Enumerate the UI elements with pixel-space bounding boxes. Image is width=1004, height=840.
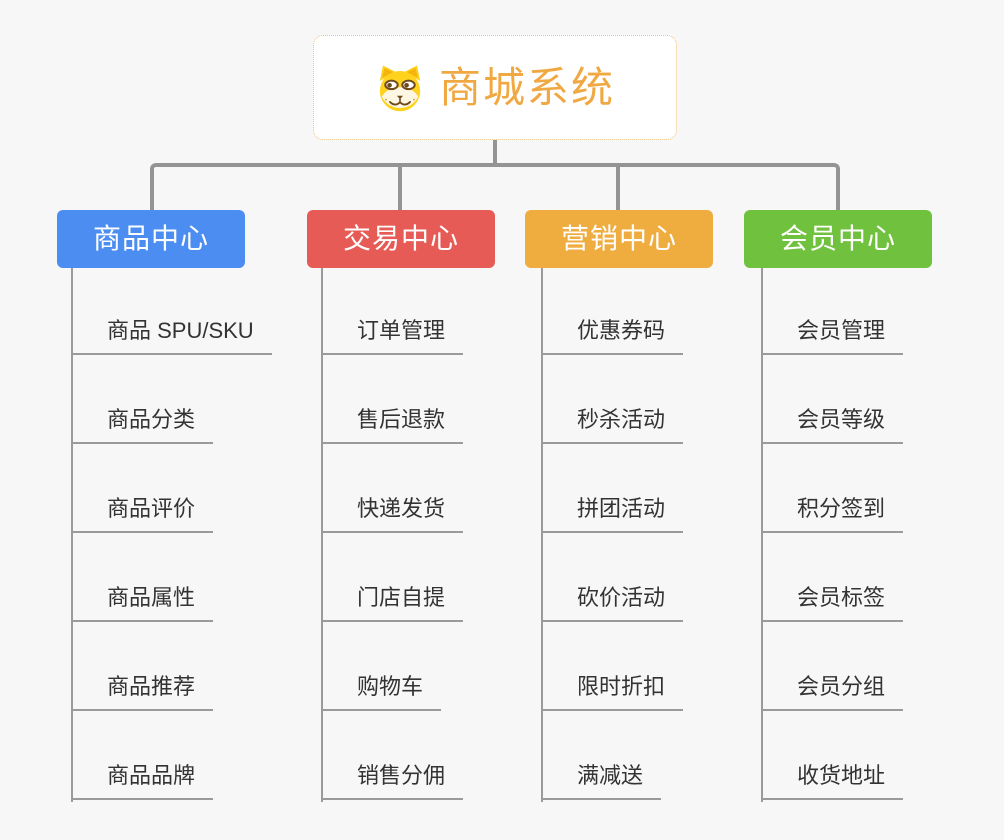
connector-bus-right	[495, 163, 840, 210]
branch-node-marketing-center[interactable]: 营销中心	[525, 210, 713, 268]
connector-trunk-product	[71, 268, 73, 802]
leaf-node[interactable]: 商品品牌	[71, 762, 214, 800]
leaf-node[interactable]: 积分签到	[761, 495, 904, 533]
branch-node-member-center[interactable]: 会员中心	[744, 210, 932, 268]
leaf-node[interactable]: 门店自提	[321, 584, 464, 622]
leaf-node[interactable]: 订单管理	[321, 317, 464, 355]
root-title: 商城系统	[438, 63, 615, 111]
leaf-node[interactable]: 销售分佣	[321, 762, 464, 800]
leaf-node[interactable]: 商品分类	[71, 406, 214, 444]
leaf-node[interactable]: 会员管理	[761, 317, 904, 355]
leaf-node[interactable]: 商品推荐	[71, 673, 214, 711]
connector-bus-left	[150, 163, 495, 210]
leaf-node[interactable]: 砍价活动	[541, 584, 684, 622]
leaf-node[interactable]: 收货地址	[761, 762, 904, 800]
leaf-node[interactable]: 快递发货	[321, 495, 464, 533]
branch-node-product-center[interactable]: 商品中心	[57, 210, 245, 268]
leaf-node[interactable]: 拼团活动	[541, 495, 684, 533]
leaf-node[interactable]: 商品评价	[71, 495, 214, 533]
leaf-node[interactable]: 会员标签	[761, 584, 904, 622]
branch-node-trade-center[interactable]: 交易中心	[307, 210, 495, 268]
connector-root-stub	[493, 138, 497, 165]
connector-trunk-trade	[321, 268, 323, 802]
leaf-node[interactable]: 购物车	[321, 673, 442, 711]
leaf-node[interactable]: 会员等级	[761, 406, 904, 444]
connector-drop-trade	[398, 166, 402, 210]
leaf-node[interactable]: 商品属性	[71, 584, 214, 622]
leaf-node[interactable]: 商品 SPU/SKU	[71, 317, 272, 355]
leaf-node[interactable]: 会员分组	[761, 673, 904, 711]
leaf-node[interactable]: 秒杀活动	[541, 406, 684, 444]
leaf-node[interactable]: 优惠券码	[541, 317, 684, 355]
connector-trunk-marketing	[541, 268, 543, 802]
leaf-node[interactable]: 售后退款	[321, 406, 464, 444]
leaf-node[interactable]: 满减送	[541, 762, 662, 800]
leaf-node[interactable]: 限时折扣	[541, 673, 684, 711]
root-node[interactable]: 商城系统	[313, 35, 677, 140]
connector-trunk-member	[761, 268, 763, 802]
connector-drop-marketing	[616, 166, 620, 210]
dog-face-icon	[379, 65, 421, 111]
